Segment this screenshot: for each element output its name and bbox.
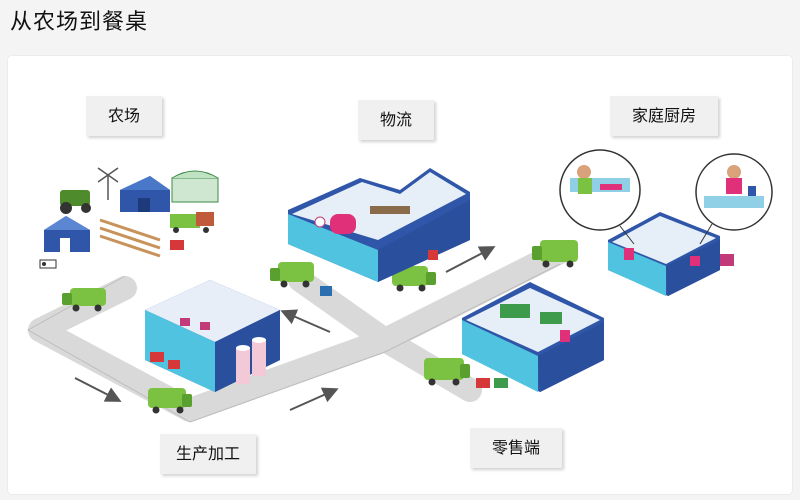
label-retail: 零售端 — [470, 428, 562, 468]
logistics-warehouse — [288, 168, 470, 282]
label-home-kitchen: 家庭厨房 — [610, 96, 718, 136]
farm-truck — [170, 212, 214, 233]
label-farm: 农场 — [86, 96, 162, 136]
farmhouse — [44, 216, 90, 252]
processing-building — [145, 280, 280, 392]
greenhouse — [172, 171, 218, 202]
label-processing: 生产加工 — [160, 434, 256, 474]
label-logistics: 物流 — [358, 100, 434, 140]
crop-field — [100, 220, 160, 256]
kitchen-zoom-left — [560, 150, 640, 230]
farm-area — [40, 168, 218, 268]
kitchen-zoom-right — [696, 154, 772, 230]
tractor — [60, 190, 91, 214]
barn — [120, 176, 170, 212]
windmill — [98, 168, 118, 200]
cow — [40, 260, 56, 268]
